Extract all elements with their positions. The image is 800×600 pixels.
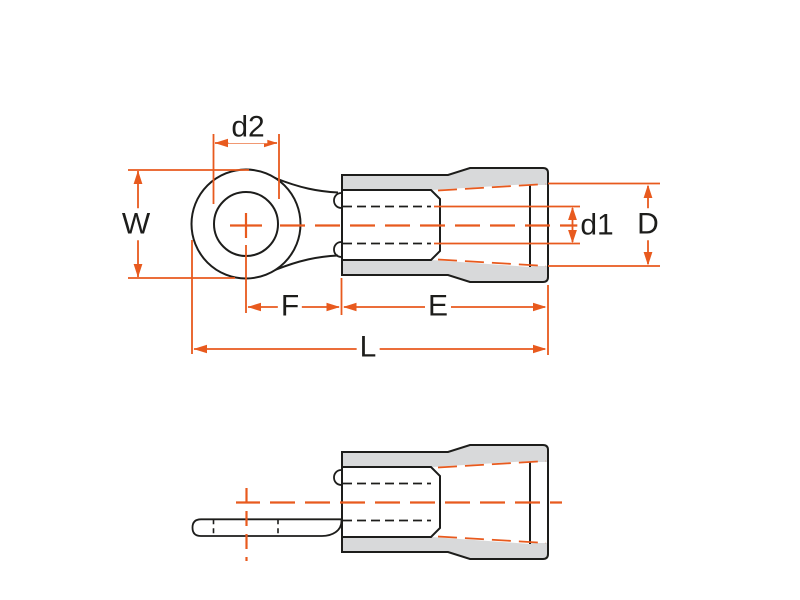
dimension-label-W: W [118,208,154,240]
dimension-label-d1: d1 [577,209,617,241]
sleeve-bore-area [432,184,530,267]
dimension-label-F: F [277,290,303,322]
dimension-annotations-top-view [128,134,660,355]
ring-terminal-top-view [190,167,549,283]
tongue-side-view [191,518,343,537]
dimension-d1 [568,206,577,244]
dimension-label-D: D [634,208,662,240]
tongue-lower-edge [274,254,339,271]
bell-mouth-arc-top [333,192,342,209]
bell-mouth-arc-side [333,469,342,486]
tongue-upper-edge [274,177,339,194]
dimension-label-d2: d2 [228,111,268,143]
dimension-label-E: E [424,290,452,322]
bell-mouth-arc-bottom [333,241,342,258]
dimension-label-L: L [356,331,380,363]
centerlines-side-view [236,460,562,561]
